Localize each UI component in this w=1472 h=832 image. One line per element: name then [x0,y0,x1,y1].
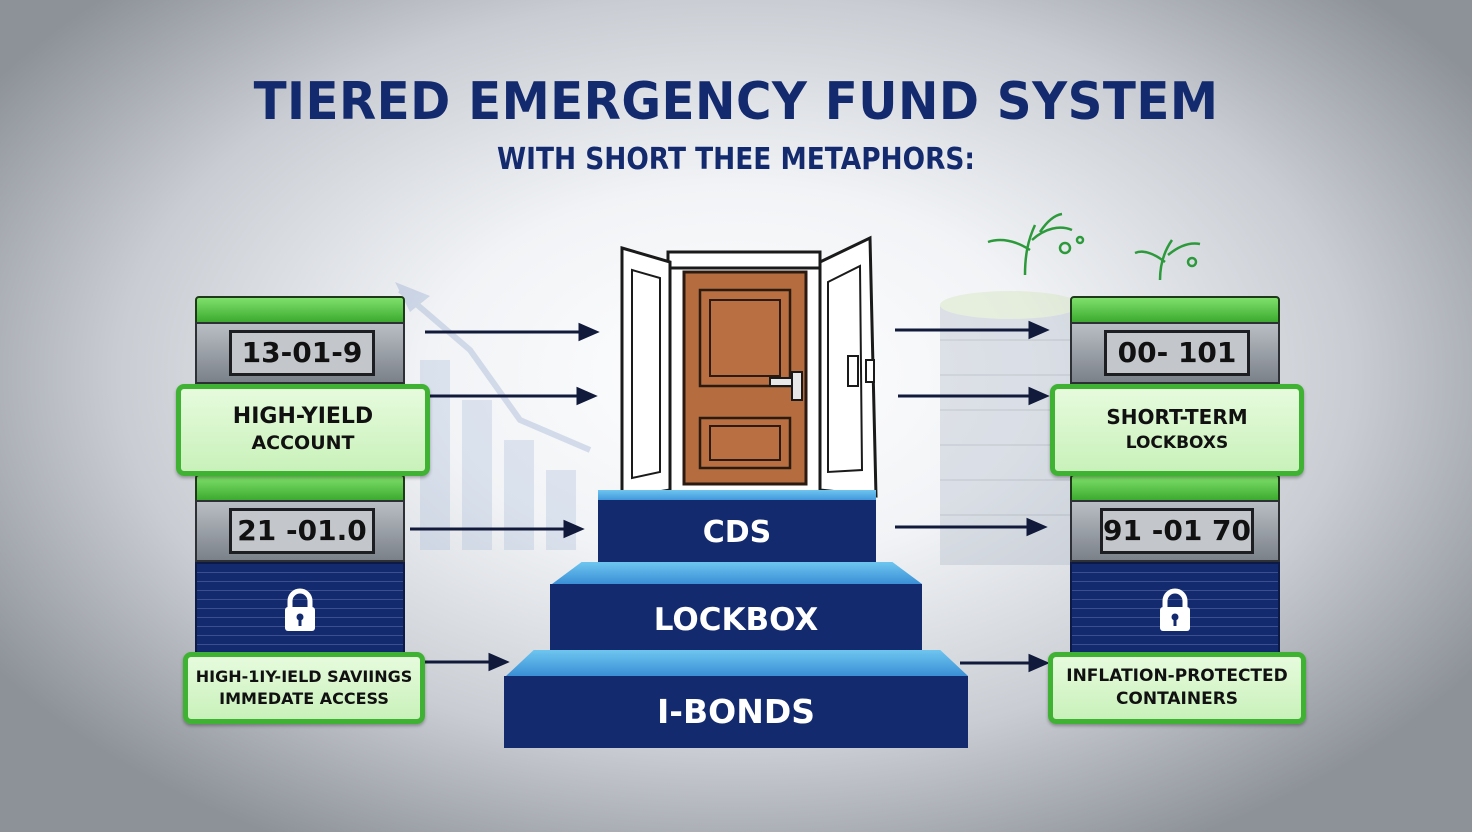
left-code-bottom: 21 -01.0 [229,508,375,554]
left-cabinet-drawer-2: 21 -01.0 [195,500,405,562]
left-lock-drawer [195,562,405,660]
left-cabinet-top-lid [195,296,405,324]
right-code-bottom: 91 -01 70 [1100,508,1254,554]
step-i-bonds: I-BONDS [504,676,968,748]
right-cabinet: 00- 101 91 -01 70 [1070,296,1280,716]
door-icon [620,235,878,510]
right-card-inflation: INFLATION-PROTECTED CONTAINERS [1048,652,1306,724]
right-card-bottom-line-2: CONTAINERS [1115,689,1239,709]
right-cabinet-mid-lid [1070,474,1280,502]
lock-icon [1160,588,1190,631]
right-cabinet-top-lid [1070,296,1280,324]
right-card-top-line-1: SHORT-TERM [1106,405,1248,429]
right-lock-drawer [1070,562,1280,660]
left-code-top: 13-01-9 [229,330,375,376]
growth-chart-icon [395,282,592,550]
left-card-high-yield: HIGH-YIELD ACCOUNT [176,384,430,476]
step-top-ledge [598,490,876,502]
left-card-top-line-2: ACCOUNT [251,432,355,454]
right-code-top: 00- 101 [1104,330,1250,376]
page-subtitle: WITH SHORT THEE METAPHORS: [497,142,975,177]
right-cabinet-drawer-2: 91 -01 70 [1070,500,1280,562]
left-cabinet: 13-01-9 21 -01.0 [195,296,405,716]
step-middle-ledge [552,562,922,584]
step-bottom-ledge [506,650,968,676]
left-card-top-line-1: HIGH-YIELD [232,404,374,429]
left-card-bottom-line-1: HIGH-1IY-IELD SAVIINGS [195,667,413,686]
left-cabinet-drawer-1: 13-01-9 [195,322,405,384]
step-lockbox: LOCKBOX [550,584,922,656]
right-card-bottom-line-1: INFLATION-PROTECTED [1066,666,1288,686]
left-card-bottom-line-2: IMMEDATE ACCESS [219,689,389,708]
left-cabinet-mid-lid [195,474,405,502]
page-title: TIERED EMERGENCY FUND SYSTEM [253,72,1219,132]
step-cds: CDS [598,500,876,566]
right-card-top-line-2: LOCKBOXS [1125,433,1229,453]
left-card-savings: HIGH-1IY-IELD SAVIINGS IMMEDATE ACCESS [183,652,425,724]
arrow-right-icon [410,320,1050,673]
right-card-short-term: SHORT-TERM LOCKBOXS [1050,384,1304,476]
lock-icon [285,588,315,631]
right-cabinet-drawer-1: 00- 101 [1070,322,1280,384]
plant-sprout-icon [987,212,1201,281]
